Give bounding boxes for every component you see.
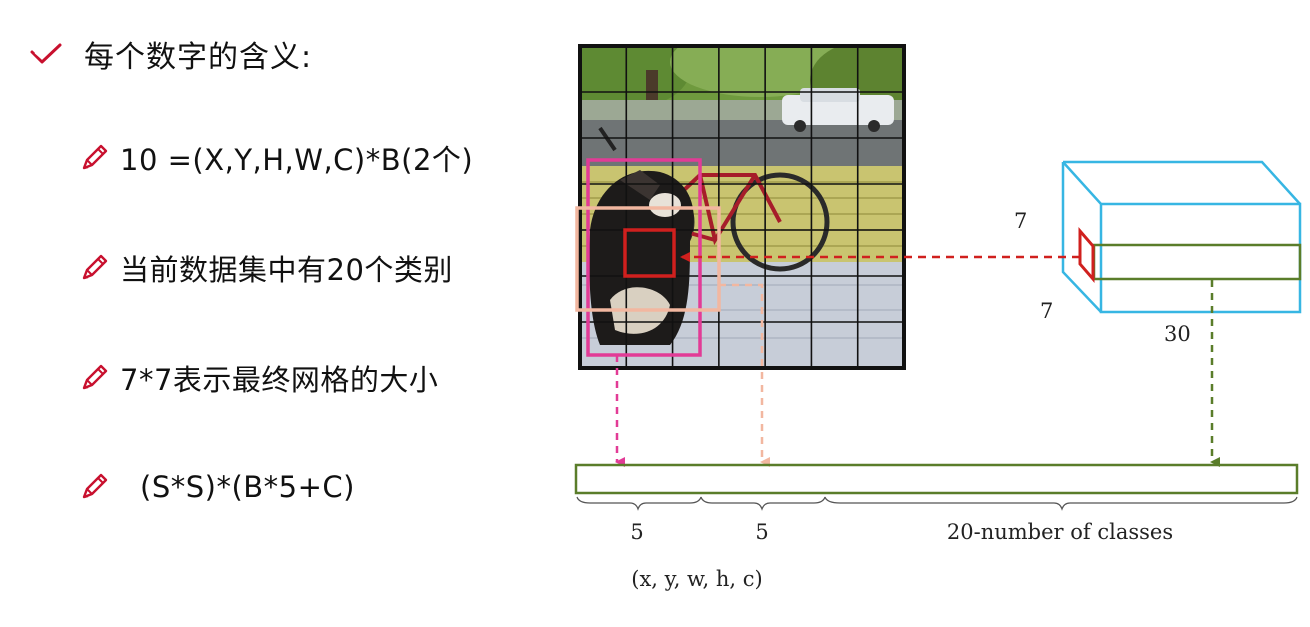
bullet-text: 7*7表示最终网格的大小 [120, 363, 439, 397]
segment-label: 5 [755, 520, 768, 544]
bullet-item: 10 =(X,Y,H,W,C)*B(2个) [76, 137, 473, 179]
tensor-cell-highlight [1078, 226, 1095, 284]
box-params-label: (x, y, w, h, c) [631, 567, 762, 591]
check-icon [26, 42, 66, 66]
bullet-item: 7*7表示最终网格的大小 [76, 357, 438, 399]
tensor-width-label: 7 [1040, 299, 1053, 323]
grid-cell-highlight [623, 228, 676, 278]
output-vector [574, 463, 1299, 495]
pencil-icon [76, 252, 112, 284]
segment-label: 5 [630, 520, 643, 544]
heading-row: 每个数字的含义: [26, 32, 312, 76]
bounding-box-2 [575, 206, 721, 312]
input-image [580, 46, 904, 368]
pencil-icon [76, 471, 112, 503]
bullet-text: 10 =(X,Y,H,W,C)*B(2个) [120, 143, 474, 177]
bullet-item: (S*S)*(B*5+C) [76, 470, 355, 504]
output-tensor-cube [1061, 160, 1302, 314]
pencil-icon [76, 362, 112, 394]
box2-to-vector-arrow [719, 283, 770, 467]
bullet-text: (S*S)*(B*5+C) [140, 470, 355, 504]
bullet-item: 当前数据集中有20个类别 [76, 247, 453, 289]
grid-overlay [580, 46, 904, 368]
segment-label: 20-number of classes [947, 520, 1173, 544]
page-title: 每个数字的含义: [84, 40, 313, 75]
segment-braces [576, 496, 1298, 511]
tensor-height-label: 7 [1014, 209, 1027, 233]
bullet-text: 当前数据集中有20个类别 [120, 253, 453, 287]
tensor-depth-label: 30 [1164, 322, 1191, 346]
pencil-icon [76, 142, 112, 174]
tensor-depth-slice [1092, 243, 1302, 281]
